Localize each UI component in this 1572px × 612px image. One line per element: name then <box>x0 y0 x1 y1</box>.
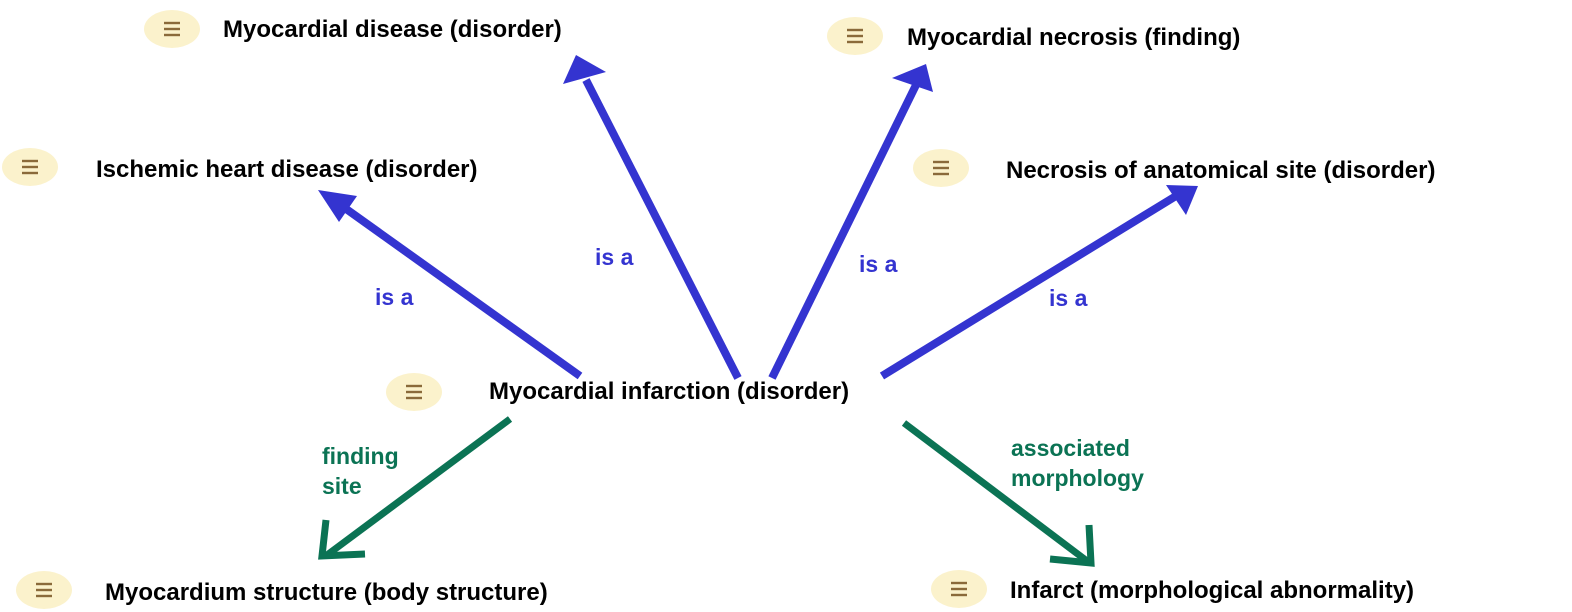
concept-list-icon[interactable] <box>2 148 58 186</box>
associated-morphology-arrow <box>901 420 1095 567</box>
arrow-shaft <box>879 192 1179 380</box>
arrow-shaft <box>324 416 513 558</box>
concept-label-infarct[interactable]: Infarct (morphological abnormality) <box>1010 577 1414 604</box>
is-a-arrow-myocardial-disease <box>563 55 742 380</box>
arrowhead <box>318 519 366 560</box>
concept-list-icon[interactable] <box>827 17 883 55</box>
finding-site-label-line: site <box>322 473 362 499</box>
is-a-label: is a <box>595 244 634 270</box>
arrow-shaft <box>901 420 1090 564</box>
finding-site-label: finding site <box>322 443 405 499</box>
concept-list-icon[interactable] <box>16 571 72 609</box>
arrow-shaft <box>768 83 920 380</box>
concept-list-icon[interactable] <box>386 373 442 411</box>
arrowhead <box>1166 185 1198 215</box>
concept-list-icon[interactable] <box>144 10 200 48</box>
concept-list-icon[interactable] <box>913 149 969 187</box>
is-a-label: is a <box>859 251 898 277</box>
arrowhead <box>892 64 933 92</box>
is-a-arrow-myocardial-necrosis <box>768 64 933 380</box>
associated-morphology-label: associated morphology <box>1011 435 1144 491</box>
concept-label-myocardial-infarction[interactable]: Myocardial infarction (disorder) <box>489 378 849 405</box>
associated-morphology-label-line: morphology <box>1011 465 1144 491</box>
arrow-shaft <box>339 202 583 380</box>
is-a-arrow-necrosis-anatomical <box>879 185 1198 380</box>
is-a-arrow-ischemic <box>318 190 583 380</box>
arrowhead <box>563 55 606 84</box>
concept-label-myocardial-disease[interactable]: Myocardial disease (disorder) <box>223 16 562 43</box>
concept-label-necrosis-anatomical-site[interactable]: Necrosis of anatomical site (disorder) <box>1006 157 1435 184</box>
finding-site-arrow <box>318 416 513 560</box>
concept-label-myocardial-necrosis[interactable]: Myocardial necrosis (finding) <box>907 24 1240 51</box>
concept-list-icon[interactable] <box>931 570 987 608</box>
finding-site-label-line: finding <box>322 443 399 469</box>
is-a-label: is a <box>375 284 414 310</box>
is-a-label: is a <box>1049 285 1088 311</box>
arrowhead <box>318 190 357 222</box>
concept-label-ischemic-heart-disease[interactable]: Ischemic heart disease (disorder) <box>96 156 478 183</box>
concept-label-myocardium-structure[interactable]: Myocardium structure (body structure) <box>105 579 548 606</box>
arrow-shaft <box>582 78 742 380</box>
arrowhead <box>1049 524 1095 567</box>
associated-morphology-label-line: associated <box>1011 435 1130 461</box>
